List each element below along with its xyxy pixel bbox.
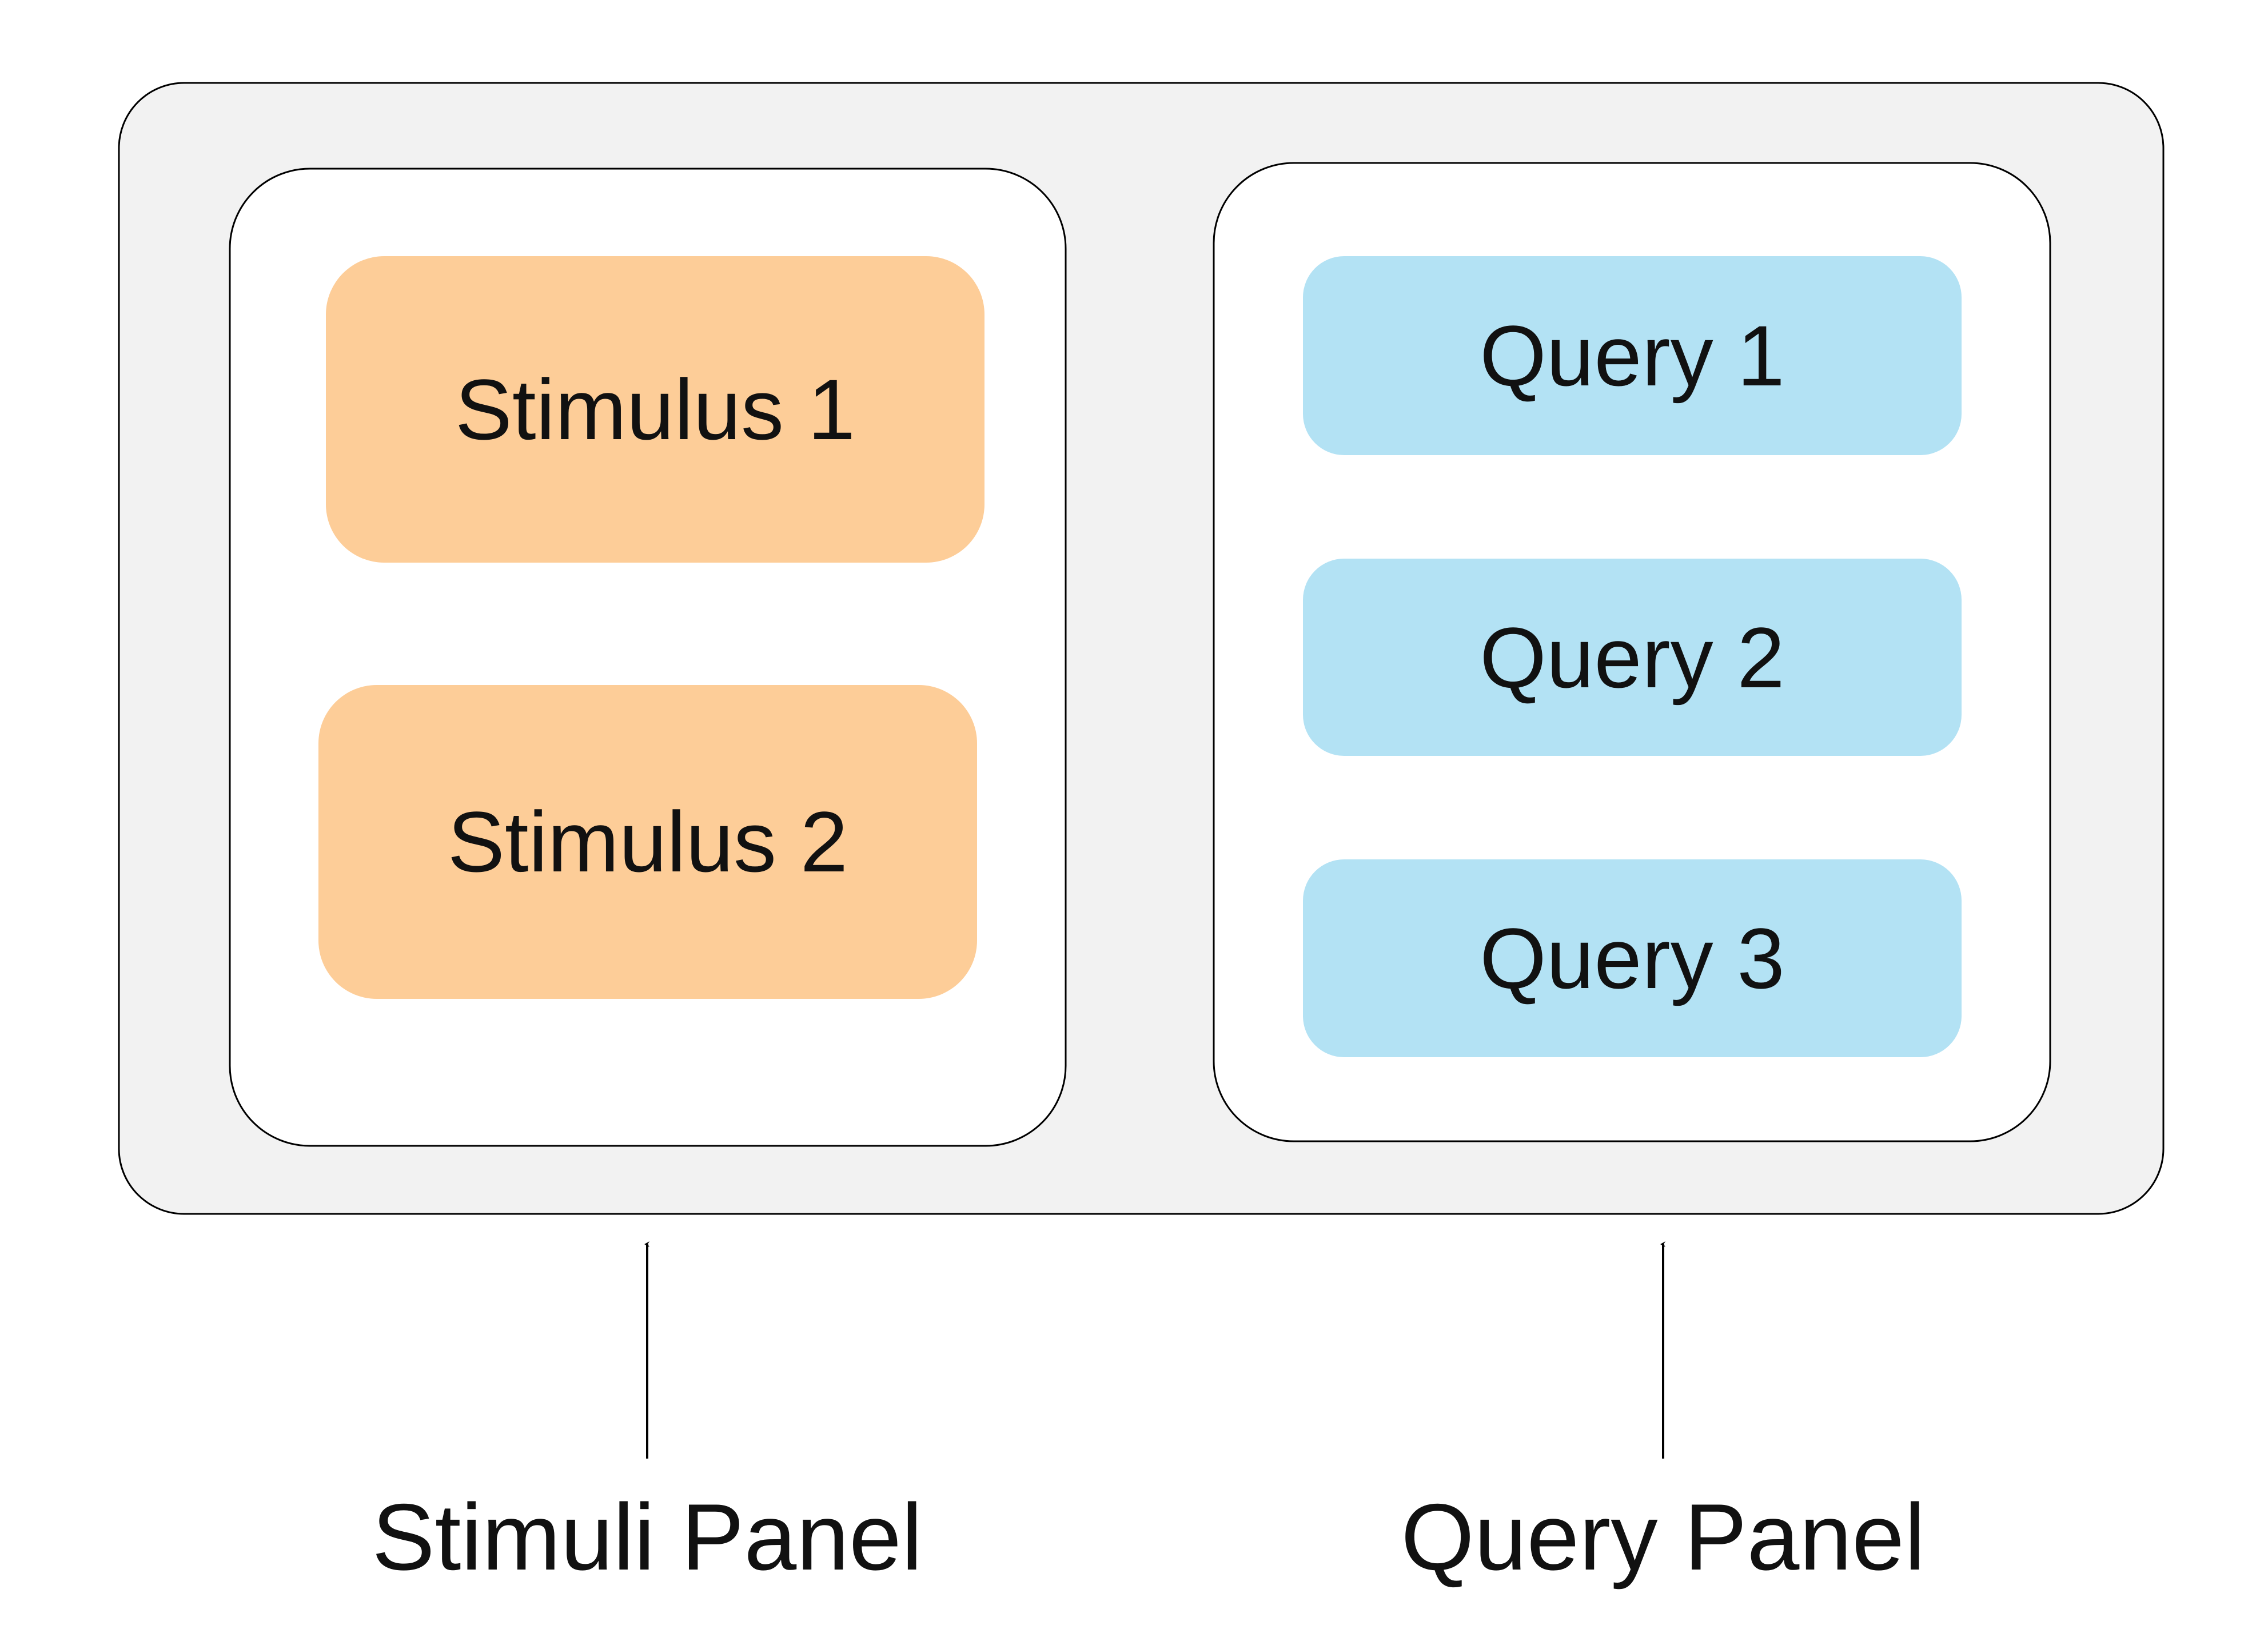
stimuli-panel-caption: Stimuli Panel: [372, 1484, 923, 1590]
stimulus-label: Stimulus 2: [448, 794, 848, 890]
query-box: Query 3: [1303, 859, 1962, 1057]
query-label: Query 2: [1480, 610, 1785, 706]
query-panel: Query 1 Query 2 Query 3: [1213, 162, 2051, 1142]
stimulus-box: Stimulus 2: [318, 685, 977, 999]
stimuli-panel: Stimulus 1 Stimulus 2: [229, 168, 1067, 1147]
stimulus-box: Stimulus 1: [326, 256, 984, 563]
query-label: Query 3: [1480, 910, 1785, 1006]
query-label: Query 1: [1480, 308, 1785, 404]
query-panel-caption: Query Panel: [1401, 1484, 1925, 1590]
query-box: Query 2: [1303, 559, 1962, 756]
query-box: Query 1: [1303, 256, 1962, 455]
stimulus-label: Stimulus 1: [455, 361, 855, 457]
